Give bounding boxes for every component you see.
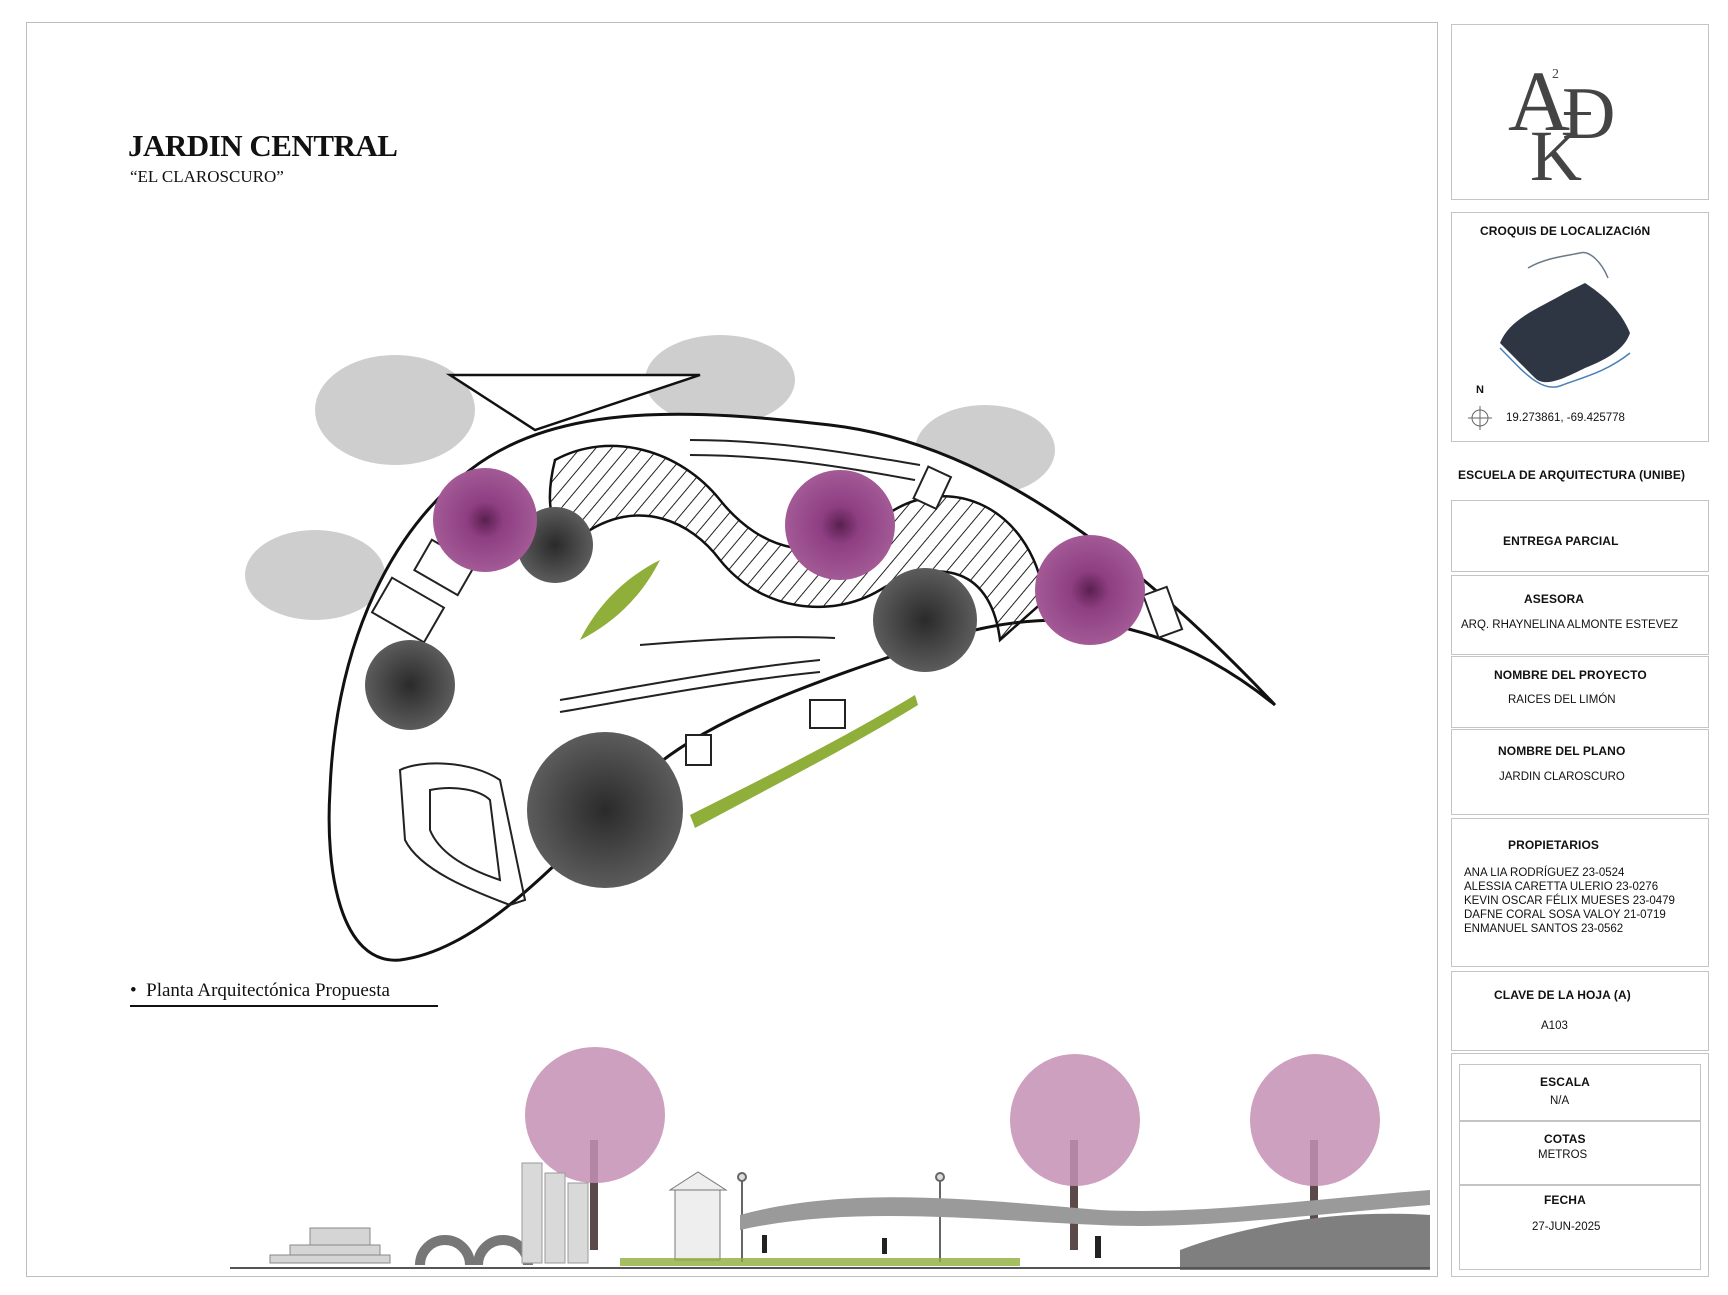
location-title: CROQUIS DE LOCALIZACIóN [1480,224,1651,238]
svg-text:K: K [1530,116,1582,196]
owner-item: ALESSIA CARETTA ULERIO 23-0276 [1464,881,1659,893]
date-box [1459,1184,1701,1270]
delivery-type: ENTREGA PARCIAL [1503,534,1619,548]
units-label: COTAS [1544,1132,1586,1146]
advisor-name: ARQ. RHAYNELINA ALMONTE ESTEVEZ [1461,619,1679,631]
north-label: N [1476,384,1485,396]
units-box [1459,1120,1701,1186]
drawing-frame [26,22,1438,1277]
compass-icon [1468,406,1492,430]
svg-text:A: A [1508,53,1570,149]
plan-caption-text: Planta Arquitectónica Propuesta [146,980,390,1001]
svg-text:2: 2 [1552,67,1559,82]
date-label: FECHA [1544,1193,1586,1207]
owner-item: KEVIN OSCAR FÉLIX MUESES 23-0479 [1464,895,1675,907]
owner-item: ENMANUEL SANTOS 23-0562 [1464,923,1624,935]
plan-caption: • Planta Arquitectónica Propuesta [130,980,438,1007]
owner-item: ANA LIA RODRÍGUEZ 23-0524 [1464,867,1625,879]
project-label: NOMBRE DEL PROYECTO [1494,668,1647,682]
units-value: METROS [1538,1149,1588,1161]
owner-item: DAFNE CORAL SOSA VALOY 21-0719 [1464,909,1666,921]
coordinates: 19.273861, -69.425778 [1506,412,1625,424]
owners-list: ANA LIA RODRÍGUEZ 23-0524 ALESSIA CARETT… [1464,866,1675,936]
location-map [1499,251,1631,388]
sheet-title: JARDIN CENTRAL [128,128,398,163]
date-value: 27-JUN-2025 [1532,1221,1601,1233]
delivery-box [1451,500,1709,572]
scale-label: ESCALA [1540,1075,1590,1089]
location-box [1451,212,1709,442]
plan-name-box [1451,729,1709,815]
plan-name: JARDIN CLAROSCURO [1499,771,1625,783]
sheet-key-label: CLAVE DE LA HOJA (A) [1494,988,1631,1002]
architectural-plan-drawing [245,335,1277,962]
scale-outer-box [1451,1053,1709,1277]
project-name: RAICES DEL LIMÓN [1508,694,1616,706]
sheet-key-box [1451,971,1709,1051]
svg-text:Ɖ: Ɖ [1562,73,1615,155]
plan-name-label: NOMBRE DEL PLANO [1498,744,1626,758]
logo-box [1451,24,1709,200]
advisor-box [1451,575,1709,655]
sheet-key-value: A103 [1541,1020,1568,1032]
school-name: ESCUELA DE ARQUITECTURA (UNIBE) [1458,468,1686,482]
firm-logo: A 2 Ɖ K [1500,48,1660,196]
scale-box [1459,1064,1701,1122]
elevation-drawing [230,1047,1430,1270]
owners-box [1451,818,1709,967]
scale-value: N/A [1550,1095,1570,1107]
sheet-subtitle: “EL CLAROSCURO” [130,167,284,186]
advisor-label: ASESORA [1524,592,1585,606]
owners-label: PROPIETARIOS [1508,838,1599,852]
project-box [1451,656,1709,728]
